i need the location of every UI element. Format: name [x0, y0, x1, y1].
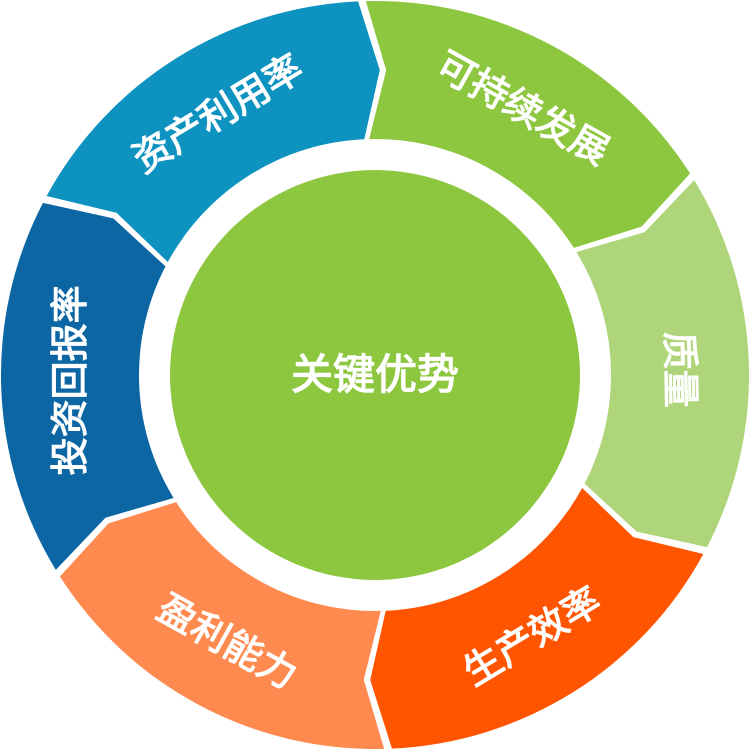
segment-4 [1, 202, 174, 570]
segment-1 [576, 180, 749, 548]
segment-label: 投资回报率 [48, 285, 92, 475]
segment-3 [59, 502, 385, 750]
segment-5 [46, 1, 380, 263]
segment-2 [370, 487, 704, 749]
center-circle [170, 170, 580, 580]
center-label: 关键优势 [291, 350, 459, 399]
segment-label: 质量 [657, 331, 702, 408]
segment-0 [365, 0, 691, 248]
